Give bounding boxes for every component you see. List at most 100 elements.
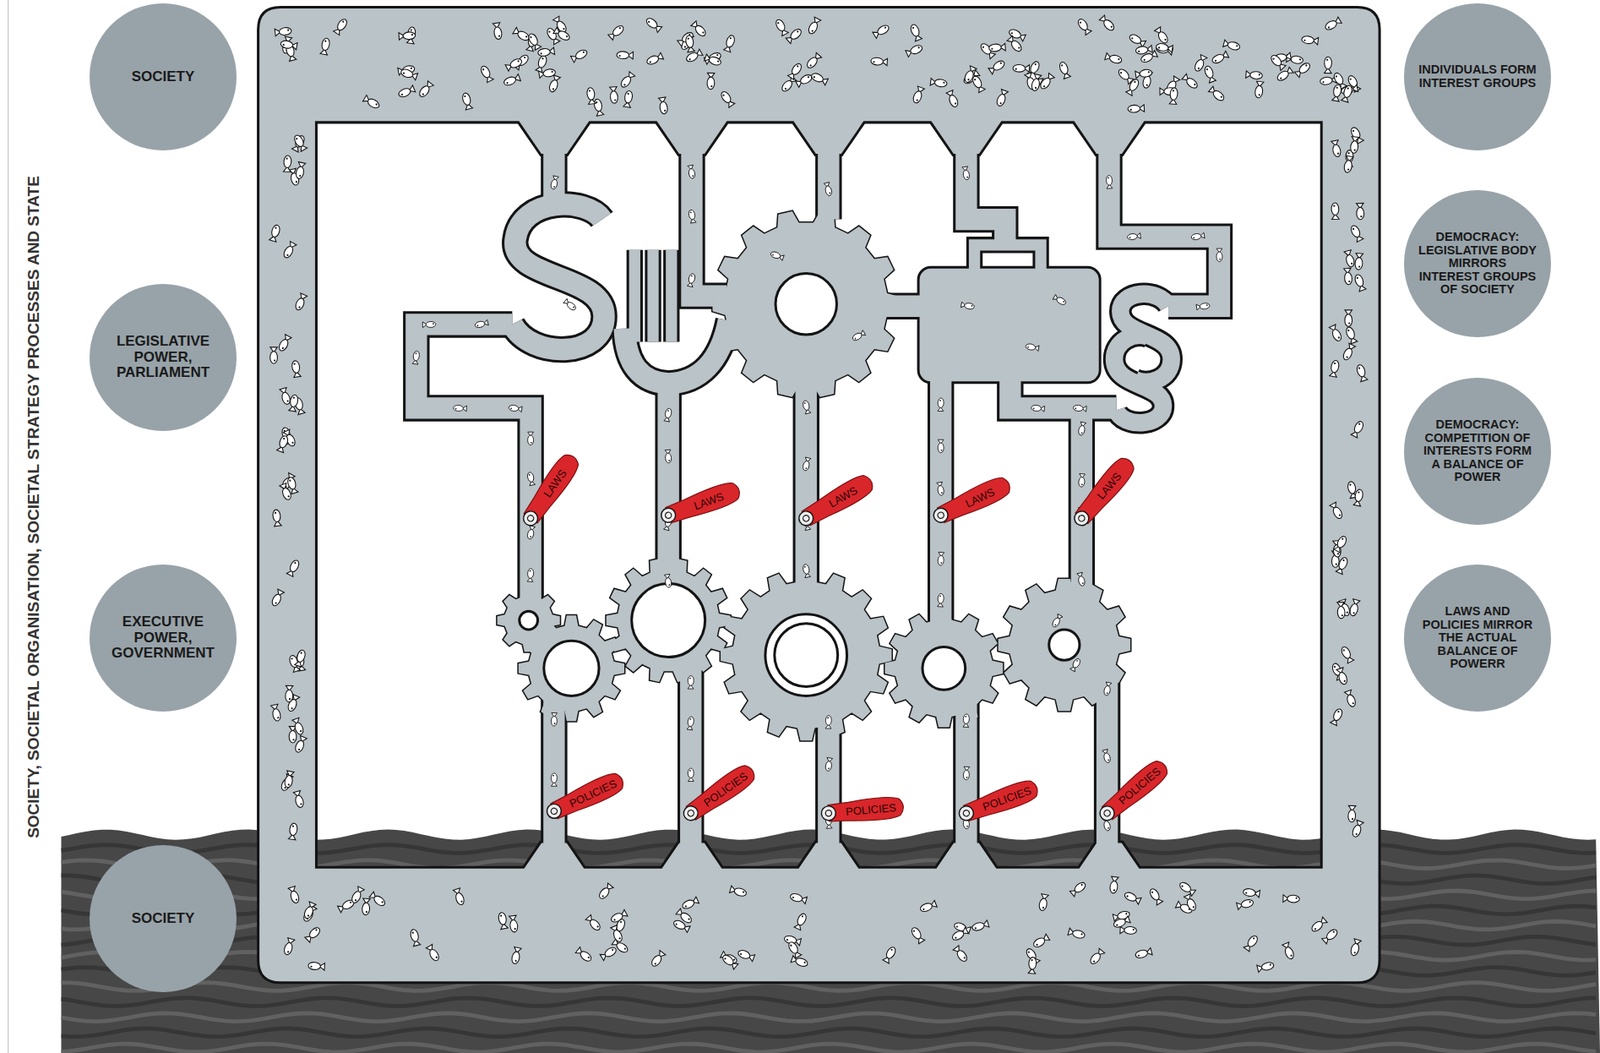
fish <box>680 896 699 910</box>
fish-body <box>1261 960 1275 971</box>
fish-body <box>1344 253 1356 267</box>
fish <box>988 59 1007 75</box>
fish <box>452 887 466 906</box>
fish <box>1243 933 1260 952</box>
lever-pivot-inner <box>1102 808 1111 817</box>
fish <box>919 899 937 913</box>
fish <box>1134 947 1153 959</box>
fish-body <box>724 34 736 49</box>
fish <box>283 770 294 789</box>
lever-handle <box>664 478 743 526</box>
fish <box>1202 65 1216 83</box>
fish-body <box>335 17 349 33</box>
fish-eye <box>552 87 556 91</box>
fish-body <box>587 917 602 932</box>
fish <box>270 588 284 607</box>
fish-body <box>687 767 694 779</box>
fish-body <box>1077 424 1086 436</box>
fish-eye <box>498 34 501 37</box>
fish <box>909 925 926 944</box>
fish <box>492 22 503 40</box>
fish <box>409 928 421 947</box>
fish-body <box>664 408 673 420</box>
channel-fill <box>966 148 1006 245</box>
fish-body <box>947 93 960 109</box>
fish-eye <box>1137 50 1140 53</box>
fish-eye <box>1299 58 1301 60</box>
fish-body <box>1072 928 1086 939</box>
lever-pivot-inner <box>936 511 946 520</box>
fish-body <box>1216 251 1223 262</box>
fish <box>412 350 420 365</box>
fish-body <box>1127 77 1141 93</box>
fish <box>946 90 960 109</box>
lever-pivot-inner <box>664 511 673 519</box>
fish-eye <box>315 928 318 931</box>
fish <box>1341 342 1356 361</box>
fish-body <box>876 23 891 37</box>
fish-body <box>1077 476 1085 487</box>
fish <box>1344 267 1353 285</box>
fish-body <box>685 50 700 64</box>
lever <box>1068 453 1138 531</box>
fish <box>282 155 292 173</box>
fish-eye <box>691 274 693 277</box>
fish-eye <box>1351 702 1355 705</box>
fish <box>988 43 1006 52</box>
fish-eye <box>970 304 973 307</box>
fish <box>1126 232 1141 240</box>
fish <box>1109 876 1119 893</box>
fish <box>1324 56 1333 73</box>
fish-eye <box>1158 46 1160 49</box>
fish-body <box>578 949 594 964</box>
fish <box>585 914 602 931</box>
fish-body <box>787 940 800 955</box>
fish-eye <box>940 561 942 564</box>
fish-eye <box>668 583 670 586</box>
fish-eye <box>553 185 556 188</box>
fish <box>1155 43 1173 54</box>
fish-eye <box>1336 86 1339 89</box>
fish <box>1103 681 1112 697</box>
fish-eye <box>1219 258 1221 261</box>
concept-circle: INDIVIDUALS FORM INTEREST GROUPS <box>1404 3 1552 151</box>
circle-text: SOCIETY <box>99 910 227 926</box>
fish <box>1183 893 1198 912</box>
sea-wave <box>60 997 1596 1007</box>
fish <box>1058 60 1072 79</box>
fish-body <box>556 29 572 43</box>
fish-eye <box>653 962 657 965</box>
fish <box>553 27 572 42</box>
fish-eye <box>365 910 368 913</box>
fish <box>1310 916 1328 933</box>
fish <box>801 399 811 414</box>
fish-body <box>649 952 664 968</box>
fish-eye <box>912 27 915 30</box>
fish-eye <box>550 70 553 73</box>
fish-eye <box>691 174 694 177</box>
fish <box>1350 419 1366 438</box>
fish-body <box>1072 404 1083 412</box>
fish-body <box>1108 54 1122 65</box>
fish-eye <box>552 774 555 777</box>
fish <box>282 937 295 956</box>
fish-body <box>280 391 292 405</box>
fish-body <box>285 689 294 703</box>
fish <box>649 950 666 969</box>
fish-body <box>733 886 747 897</box>
fish <box>304 925 322 942</box>
lever <box>543 769 627 825</box>
fish <box>805 52 822 70</box>
fish <box>971 919 990 932</box>
fish-eye <box>1015 68 1018 71</box>
fish <box>616 51 634 60</box>
fish-body <box>288 822 299 837</box>
fish <box>769 250 784 262</box>
fish-body <box>1350 823 1362 839</box>
fish-body <box>537 48 551 58</box>
fish-body <box>911 89 923 104</box>
fish-eye <box>1027 346 1029 349</box>
fish-body <box>1127 104 1141 113</box>
fish-eye <box>967 78 970 82</box>
fish-eye <box>513 927 516 930</box>
